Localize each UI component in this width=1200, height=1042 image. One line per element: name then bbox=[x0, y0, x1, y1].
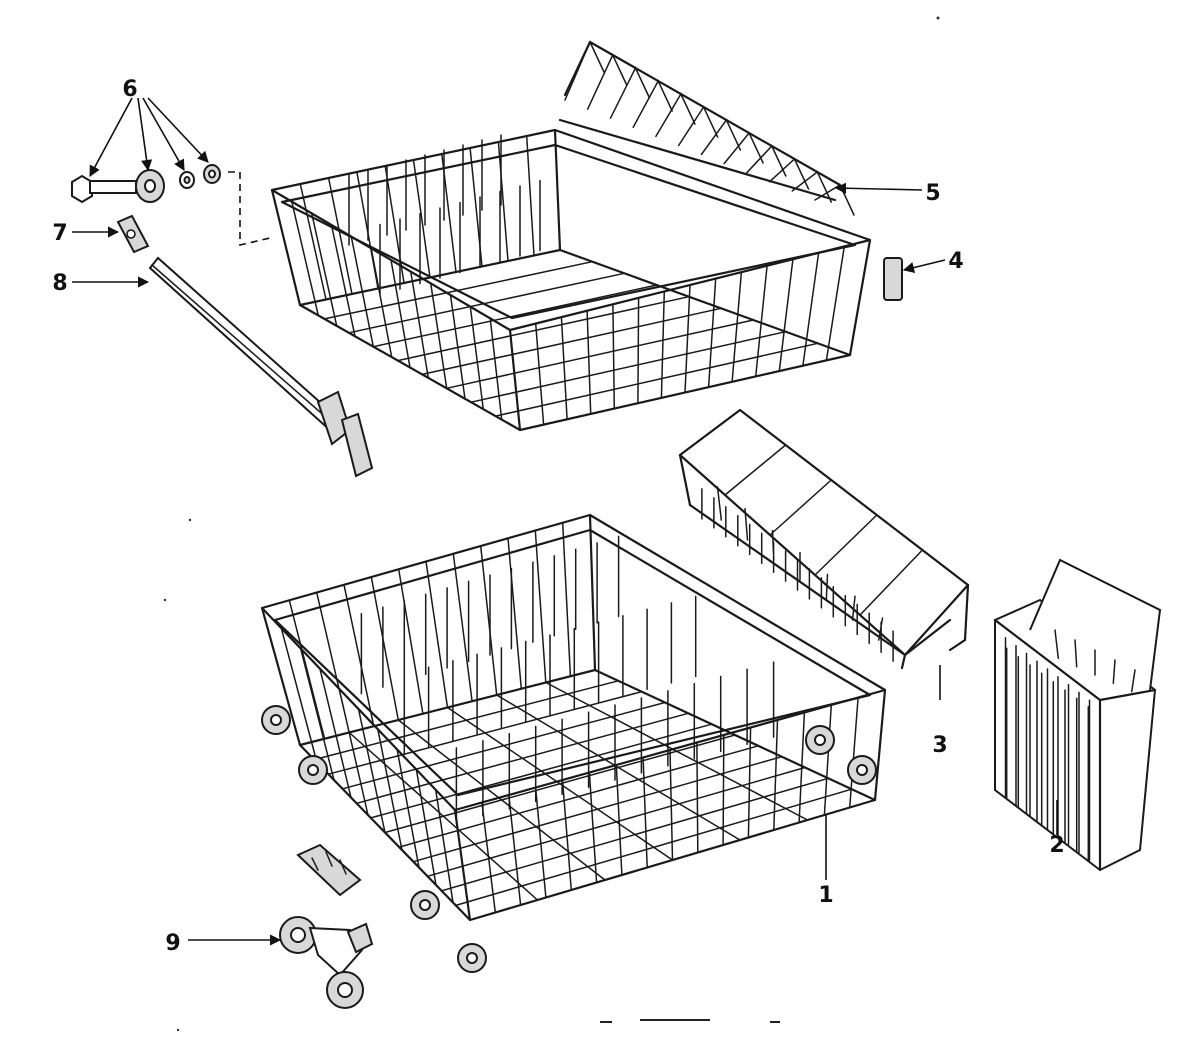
lower-dishrack-icon bbox=[260, 513, 887, 973]
rack-wheel-hub-icon bbox=[466, 952, 478, 964]
rack-wheel-hub-icon bbox=[814, 734, 826, 746]
silverware-basket-lidded-icon bbox=[993, 558, 1162, 872]
rack-wheel-hub-icon bbox=[307, 764, 319, 776]
lower-rack-wheel-icon bbox=[279, 843, 374, 1009]
cup-shelf-icon bbox=[558, 40, 855, 216]
callout-1: 1 bbox=[818, 883, 833, 908]
rack-end-cap-icon bbox=[883, 257, 903, 301]
silverware-basket-icon bbox=[678, 408, 970, 670]
roller-assembly-icon bbox=[71, 164, 221, 204]
callout-9: 9 bbox=[165, 931, 180, 956]
upper-dishrack-icon bbox=[270, 128, 903, 432]
callout-7: 7 bbox=[52, 221, 67, 246]
callout-leaders bbox=[72, 97, 1058, 946]
callout-8: 8 bbox=[52, 271, 67, 296]
callout-4: 4 bbox=[948, 249, 963, 274]
rack-wheel-hub-icon bbox=[419, 899, 431, 911]
rack-clip-icon bbox=[116, 214, 150, 254]
callout-6: 6 bbox=[122, 77, 137, 102]
callout-5: 5 bbox=[925, 181, 940, 206]
rack-track-icon bbox=[148, 256, 374, 478]
rack-wheel-hub-icon bbox=[856, 764, 868, 776]
rack-wheel-hub-icon bbox=[270, 714, 282, 726]
scan-artifacts bbox=[163, 16, 940, 1032]
callout-2: 2 bbox=[1049, 833, 1064, 858]
callout-3: 3 bbox=[932, 733, 947, 758]
